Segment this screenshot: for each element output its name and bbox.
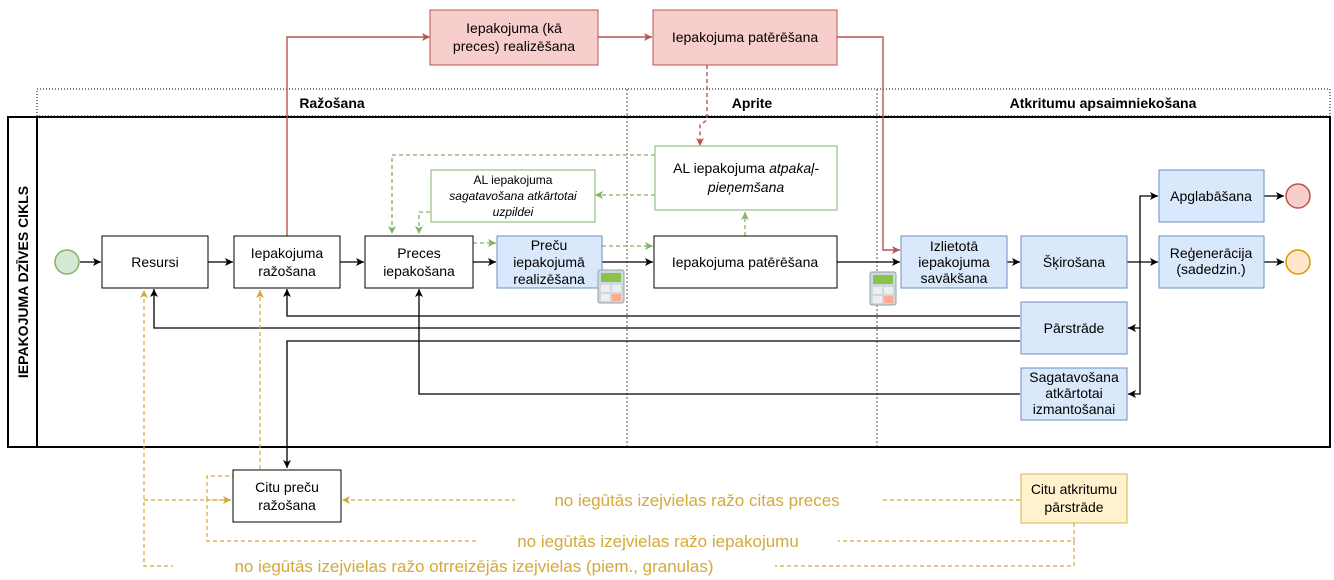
box-recycling: Pārstrāde xyxy=(1020,301,1128,355)
svg-text:Iepakojuma (kā: Iepakojuma (kā xyxy=(466,20,562,36)
box-other-goods: Citu preču ražošana xyxy=(232,469,342,523)
svg-text:no iegūtās izejvielas ražo iep: no iegūtās izejvielas ražo iepakojumu xyxy=(517,532,799,551)
svg-text:sagatavošana atkārtotai: sagatavošana atkārtotai xyxy=(449,189,577,203)
svg-text:Citu preču: Citu preču xyxy=(255,479,319,495)
box-goods-sale: Preču iepakojumā realizēšana xyxy=(496,235,603,289)
annotation-other-goods: no iegūtās izejvielas ražo citas preces xyxy=(515,489,880,511)
box-sale-top: Iepakojuma (kā preces) realizēšana xyxy=(429,9,599,66)
svg-text:no iegūtās izejvielas ražo otr: no iegūtās izejvielas ražo otrreizējās i… xyxy=(234,557,713,576)
svg-text:Iepakojuma patērēšana: Iepakojuma patērēšana xyxy=(672,254,819,270)
svg-text:Preču: Preču xyxy=(531,237,568,253)
box-packaging-production: Iepakojuma ražošana xyxy=(233,235,341,289)
box-goods-packing: Preces iepakošana xyxy=(364,235,474,289)
box-takeback: AL iepakojuma atpakaļ- pieņemšana xyxy=(654,145,838,211)
svg-text:iepakojuma: iepakojuma xyxy=(918,254,990,270)
box-collection: Izlietotā iepakojuma savākšana xyxy=(900,235,1008,289)
svg-text:atkārtotai: atkārtotai xyxy=(1045,385,1103,401)
svg-text:AL iepakojuma atpakaļ-: AL iepakojuma atpakaļ- xyxy=(673,160,819,176)
svg-text:pieņemšana: pieņemšana xyxy=(707,179,784,195)
end-event-regeneration xyxy=(1285,249,1311,275)
annotation-secondary: no iegūtās izejvielas ražo otrreizējās i… xyxy=(173,556,775,578)
box-reuse-prep-green: AL iepakojuma sagatavošana atkārtotai uz… xyxy=(430,169,596,223)
svg-text:Sagatavošana: Sagatavošana xyxy=(1029,369,1119,385)
svg-text:Reģenerācija: Reģenerācija xyxy=(1170,245,1253,261)
box-consumption-top: Iepakojuma patērēšana xyxy=(652,9,838,66)
box-resources: Resursi xyxy=(101,235,209,289)
svg-text:Resursi: Resursi xyxy=(131,254,178,270)
svg-text:realizēšana: realizēšana xyxy=(513,271,585,287)
end-event-landfill xyxy=(1285,183,1311,209)
vertical-title: IEPAKOJUMA DZĪVES CIKLS xyxy=(15,186,31,378)
svg-text:izmantošanai: izmantošanai xyxy=(1033,401,1116,417)
svg-text:AL iepakojuma: AL iepakojuma xyxy=(474,173,553,187)
phase-circulation: Aprite xyxy=(732,95,773,111)
svg-text:Pārstrāde: Pārstrāde xyxy=(1044,320,1105,336)
box-other-waste: Citu atkritumu pārstrāde xyxy=(1020,473,1128,524)
svg-text:ražošana: ražošana xyxy=(258,497,316,513)
svg-text:iepakojumā: iepakojumā xyxy=(513,254,585,270)
svg-text:Citu atkritumu: Citu atkritumu xyxy=(1031,481,1117,497)
edges-green xyxy=(388,154,749,250)
edges-yellow xyxy=(140,290,1075,567)
phase-waste: Atkritumu apsaimniekošana xyxy=(1010,95,1197,111)
svg-text:ražošana: ražošana xyxy=(258,263,316,279)
start-event xyxy=(54,249,80,275)
svg-text:Šķirošana: Šķirošana xyxy=(1043,254,1105,270)
svg-text:Iepakojuma patērēšana: Iepakojuma patērēšana xyxy=(672,29,819,45)
phase-header: Ražošana Aprite Atkritumu apsaimniekošan… xyxy=(36,88,1331,447)
box-sorting: Šķirošana xyxy=(1020,235,1128,289)
svg-text:(sadedzin.): (sadedzin.) xyxy=(1176,261,1245,277)
svg-text:savākšana: savākšana xyxy=(921,270,988,286)
svg-text:Apglabāšana: Apglabāšana xyxy=(1170,188,1252,204)
annotation-packaging: no iegūtās izejvielas ražo iepakojumu xyxy=(478,530,838,552)
box-regeneration: Reģenerācija (sadedzin.) xyxy=(1158,235,1265,289)
calculator-icon xyxy=(869,271,897,306)
svg-text:preces) realizēšana: preces) realizēšana xyxy=(453,38,575,54)
edges-red xyxy=(286,33,900,254)
svg-text:pārstrāde: pārstrāde xyxy=(1044,499,1103,515)
svg-text:Preces: Preces xyxy=(397,245,441,261)
svg-text:iepakošana: iepakošana xyxy=(383,263,455,279)
box-reuse-prep: Sagatavošana atkārtotai izmantošanai xyxy=(1020,367,1128,421)
phase-production: Ražošana xyxy=(299,95,365,111)
box-consumption: Iepakojuma patērēšana xyxy=(653,235,838,289)
svg-text:Izlietotā: Izlietotā xyxy=(930,238,978,254)
svg-text:no iegūtās izejvielas ražo cit: no iegūtās izejvielas ražo citas preces xyxy=(554,491,839,510)
calculator-icon xyxy=(597,269,625,304)
svg-text:uzpildei: uzpildei xyxy=(493,205,534,219)
edges-black xyxy=(80,192,1284,468)
swimlane: IEPAKOJUMA DZĪVES CIKLS xyxy=(7,116,1331,448)
box-landfill: Apglabāšana xyxy=(1158,169,1265,223)
svg-text:Iepakojuma: Iepakojuma xyxy=(251,245,324,261)
